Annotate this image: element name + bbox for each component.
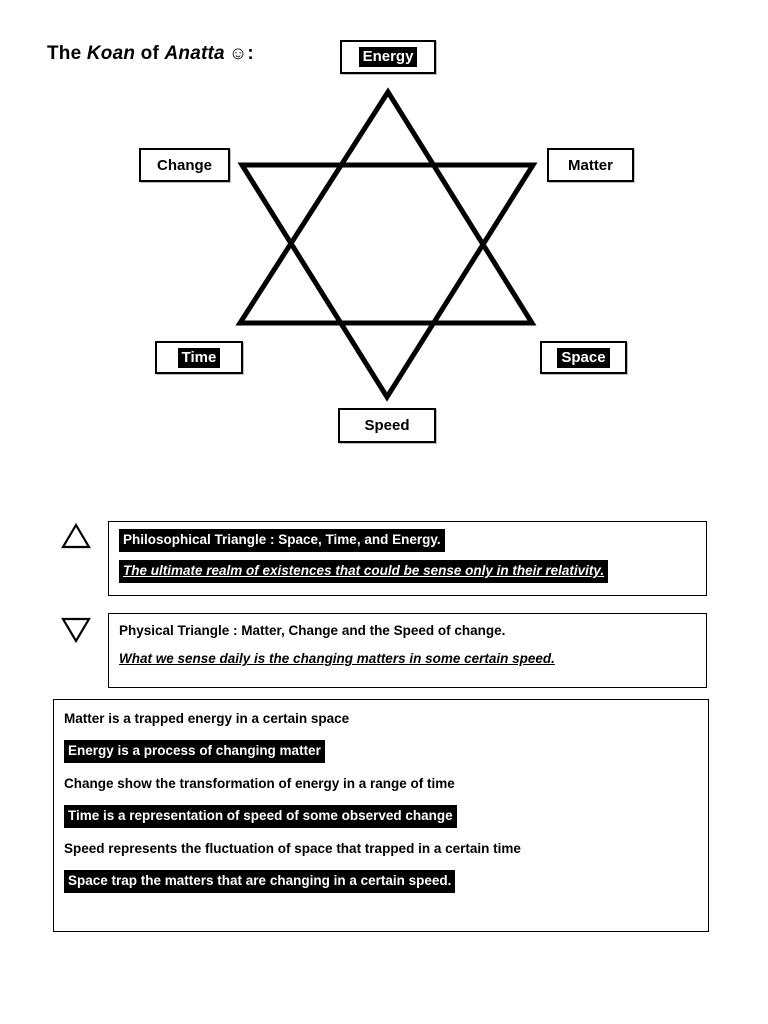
node-box-matter: Matter: [547, 148, 634, 182]
statement-text: Change show the transformation of energy…: [64, 776, 455, 791]
upward-triangle-shape: [235, 87, 537, 326]
smiley-icon: ☺: [228, 43, 248, 63]
down-triangle-icon: [61, 617, 91, 644]
node-box-change: Change: [139, 148, 230, 182]
node-label-matter: Matter: [567, 156, 613, 174]
title-of: of: [140, 43, 160, 64]
up-triangle-icon: [61, 522, 91, 549]
statement-time: Time is a representation of speed of som…: [64, 805, 698, 828]
page-title: The Koan of Anatta☺:: [47, 43, 254, 65]
statement-text: Energy is a process of changing matter: [64, 740, 325, 763]
statement-text: Time is a representation of speed of som…: [64, 805, 457, 828]
star-of-david-diagram: [235, 87, 538, 402]
statement-energy: Energy is a process of changing matter: [64, 740, 698, 763]
node-label-time: Time: [177, 347, 221, 368]
node-box-speed: Speed: [338, 408, 436, 443]
node-label-speed: Speed: [364, 417, 410, 434]
statement-matter: Matter is a trapped energy in a certain …: [64, 709, 698, 729]
title-koan: Koan: [86, 43, 136, 64]
node-box-time: Time: [155, 341, 243, 374]
statement-text: Matter is a trapped energy in a certain …: [64, 711, 350, 726]
legend-box-physical: Physical Triangle : Matter, Change and t…: [108, 613, 707, 688]
legend-philosophical-subtitle: The ultimate realm of existences that co…: [119, 560, 609, 583]
statement-text: Speed represents the fluctuation of spac…: [64, 841, 521, 856]
node-label-change: Change: [156, 156, 212, 174]
legend-physical-subtitle: What we sense daily is the changing matt…: [119, 651, 555, 666]
statement-change: Change show the transformation of energy…: [64, 774, 698, 794]
statement-speed: Speed represents the fluctuation of spac…: [64, 839, 698, 859]
title-anatta: Anatta: [164, 43, 225, 64]
downward-triangle-shape: [237, 162, 538, 402]
node-label-space: Space: [557, 347, 610, 368]
node-box-energy: Energy: [340, 40, 436, 74]
statement-text: Space trap the matters that are changing…: [64, 870, 456, 893]
title-the: The: [47, 43, 82, 64]
legend-physical-title: Physical Triangle : Matter, Change and t…: [119, 623, 506, 638]
node-box-space: Space: [540, 341, 627, 374]
node-label-energy: Energy: [358, 47, 418, 67]
legend-philosophical-title: Philosophical Triangle : Space, Time, an…: [119, 529, 445, 552]
legend-box-philosophical: Philosophical Triangle : Space, Time, an…: [108, 521, 707, 596]
statement-space: Space trap the matters that are changing…: [64, 870, 698, 893]
statements-box: Matter is a trapped energy in a certain …: [53, 699, 709, 932]
title-colon: :: [247, 43, 254, 64]
